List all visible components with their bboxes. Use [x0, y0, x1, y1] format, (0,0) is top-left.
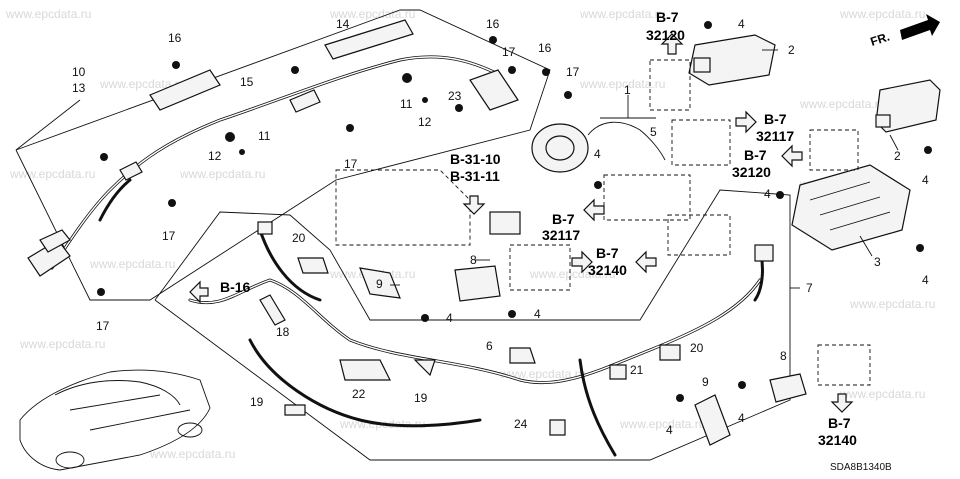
watermark: www.epcdata.ru — [849, 297, 935, 311]
fasteners — [97, 21, 932, 402]
ref-code-32140-bottom: 32140 — [818, 432, 857, 448]
inset-boxes — [335, 59, 871, 386]
leader-lines — [15, 49, 899, 289]
direction-label: FR. — [869, 30, 892, 49]
part-number: 16 — [538, 41, 552, 55]
watermark: www.epcdata.ru — [329, 7, 415, 21]
part-number: 4 — [922, 273, 929, 287]
part-number: 13 — [72, 81, 86, 95]
ref-group-b7-32140-mid: B-7 — [596, 245, 619, 261]
front-direction-indicator: FR. — [869, 14, 940, 49]
part-number: 21 — [630, 363, 644, 377]
part-number: 12 — [418, 115, 432, 129]
watermark: www.epcdata.ru — [799, 97, 885, 111]
part-number: 17 — [96, 319, 110, 333]
part-number: 8 — [780, 349, 787, 363]
watermark: www.epcdata.ru — [619, 417, 705, 431]
watermark: www.epcdata.ru — [179, 167, 265, 181]
ref-code-32140-mid: 32140 — [588, 262, 627, 278]
part-number: 2 — [894, 149, 901, 163]
ref-group-b7-32140-bottom: B-7 — [828, 415, 851, 431]
reference-labels: B-7 32120 B-7 32117 B-7 32120 B-31-10 B-… — [220, 9, 857, 448]
part-number: 11 — [400, 97, 413, 111]
watermark: www.epcdata.ru — [89, 257, 175, 271]
part-number: 9 — [702, 375, 709, 389]
part-number: 4 — [594, 147, 601, 161]
part-number: 4 — [738, 411, 745, 425]
part-number: 5 — [650, 125, 657, 139]
part-number: 4 — [446, 311, 453, 325]
part-number: 15 — [240, 75, 254, 89]
floor-wire-harness — [188, 221, 774, 457]
ref-code-32117-mid: 32117 — [542, 227, 580, 243]
part-number: 17 — [162, 229, 176, 243]
watermark: www.epcdata.ru — [839, 387, 925, 401]
curtain-airbag — [27, 19, 519, 277]
part-number: 20 — [690, 341, 704, 355]
curtain-airbag-frame — [15, 9, 551, 301]
harness-frame — [154, 189, 791, 461]
part-number: 17 — [344, 157, 358, 171]
part-number: 20 — [292, 231, 306, 245]
part-number: 23 — [448, 89, 462, 103]
part-number: 1 — [624, 83, 631, 97]
reference-arrows — [189, 33, 854, 413]
ref-code-32117-right: 32117 — [756, 128, 794, 144]
watermark: www.epcdata.ru — [99, 77, 185, 91]
watermark: www.epcdata.ru — [579, 77, 665, 91]
arrow-icon — [900, 14, 940, 40]
side-impact-sensors — [688, 34, 941, 133]
srs-unit — [791, 164, 911, 251]
car-silhouette — [19, 369, 211, 471]
ref-code-32120-right: 32120 — [732, 164, 771, 180]
part-number: 14 — [336, 17, 350, 31]
part-number: 3 — [874, 255, 881, 269]
part-number: 4 — [738, 17, 745, 31]
part-number: 16 — [168, 31, 182, 45]
watermark: www.epcdata.ru — [149, 447, 235, 461]
part-number: 16 — [486, 17, 500, 31]
part-number: 7 — [806, 281, 813, 295]
part-number: 17 — [566, 65, 580, 79]
part-number: 12 — [208, 149, 222, 163]
watermark: www.epcdata.ru — [5, 7, 91, 21]
ref-group-b7-32120-right: B-7 — [744, 147, 767, 163]
part-number: 19 — [250, 395, 264, 409]
part-number: 9 — [376, 277, 383, 291]
part-number: 19 — [414, 391, 428, 405]
cable-reel — [489, 121, 666, 235]
watermark: www.epcdata.ru — [9, 167, 95, 181]
watermark: www.epcdata.ru — [529, 267, 615, 281]
watermark: www.epcdata.ru — [19, 337, 105, 351]
ref-b31-11: B-31-11 — [450, 168, 500, 184]
watermark: www.epcdata.ru — [579, 7, 665, 21]
part-number: 10 — [72, 65, 86, 79]
part-number: 4 — [764, 187, 771, 201]
part-number: 6 — [486, 339, 493, 353]
part-number: 24 — [514, 417, 528, 431]
diagram-code: SDA8B1340B — [830, 462, 892, 473]
part-number: 2 — [788, 43, 795, 57]
ref-group-b7-top: B-7 — [656, 9, 679, 25]
part-number: 4 — [666, 423, 673, 437]
harness-components — [259, 257, 807, 446]
part-number: 18 — [276, 325, 290, 339]
part-number: 4 — [534, 307, 541, 321]
ref-group-b7-32117-mid: B-7 — [552, 211, 575, 227]
ref-code-32120-top: 32120 — [646, 27, 685, 43]
ref-b31-10: B-31-10 — [450, 151, 501, 167]
part-number: 4 — [922, 173, 929, 187]
part-number-callouts: 1 2 2 3 4 4 4 4 4 4 4 4 4 5 6 7 8 8 9 9 … — [72, 17, 929, 437]
watermark: www.epcdata.ru — [499, 367, 585, 381]
part-number: 22 — [352, 387, 366, 401]
part-number: 11 — [258, 129, 271, 143]
watermark: www.epcdata.ru — [839, 7, 925, 21]
part-number: 8 — [470, 253, 477, 267]
ref-b16: B-16 — [220, 279, 251, 295]
ref-group-b7-32117-right: B-7 — [764, 111, 787, 127]
part-number: 17 — [502, 45, 516, 59]
